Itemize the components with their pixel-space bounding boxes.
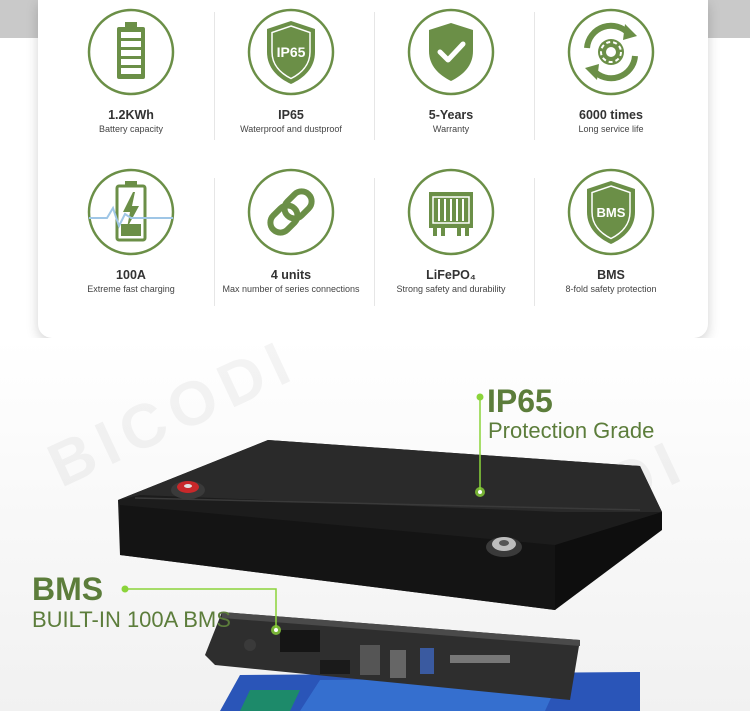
- feature-title: 100A: [116, 268, 146, 282]
- feature-card: 1.2KWh Battery capacity IP65 IP65 Waterp…: [38, 0, 708, 338]
- divider: [534, 178, 535, 306]
- feature-lifepo4: LiFePO₄ Strong safety and durability: [371, 168, 531, 294]
- bms-callout-title: BMS: [32, 571, 104, 607]
- series-link-icon: [247, 168, 335, 256]
- feature-subtitle: Waterproof and dustproof: [240, 124, 342, 134]
- feature-subtitle: Strong safety and durability: [396, 284, 506, 294]
- bms-callout-line: [125, 588, 277, 630]
- feature-fast-charging: 100A Extreme fast charging: [51, 168, 211, 294]
- product-showcase: BICODI BICODI: [0, 326, 750, 711]
- ip65-shield-icon: IP65: [247, 8, 335, 96]
- bms-badge-text: BMS: [597, 205, 626, 220]
- feature-subtitle: Battery capacity: [98, 124, 164, 134]
- divider: [374, 178, 375, 306]
- feature-subtitle: Warranty: [432, 124, 470, 134]
- divider: [374, 12, 375, 140]
- feature-subtitle: Max number of series connections: [222, 284, 360, 294]
- fast-charging-battery-icon: [87, 168, 175, 256]
- feature-title: BMS: [597, 268, 625, 282]
- bms-shield-icon: BMS: [567, 168, 655, 256]
- battery-capacity-icon: [87, 8, 175, 96]
- divider: [214, 178, 215, 306]
- feature-title: LiFePO₄: [426, 268, 476, 282]
- ip65-callout-subtitle: Protection Grade: [488, 418, 655, 443]
- feature-service-life: 6000 times Long service life: [531, 8, 691, 134]
- feature-title: 6000 times: [579, 108, 643, 122]
- divider: [534, 12, 535, 140]
- ip65-badge-text: IP65: [277, 44, 306, 60]
- feature-title: IP65: [278, 108, 304, 122]
- warranty-shield-check-icon: [407, 8, 495, 96]
- feature-warranty: 5-Years Warranty: [371, 8, 531, 134]
- feature-title: 1.2KWh: [108, 108, 154, 122]
- feature-subtitle: Extreme fast charging: [87, 284, 175, 294]
- feature-ip65: IP65 IP65 Waterproof and dustproof: [211, 8, 371, 134]
- feature-subtitle: 8-fold safety protection: [565, 284, 657, 294]
- feature-series-connections: 4 units Max number of series connections: [211, 168, 371, 294]
- cycle-gear-icon: [567, 8, 655, 96]
- battery-exploded-view: [118, 393, 662, 711]
- feature-battery-capacity: 1.2KWh Battery capacity: [51, 8, 211, 134]
- feature-title: 4 units: [270, 268, 312, 282]
- feature-subtitle: Long service life: [578, 124, 644, 134]
- ip65-callout-title: IP65: [487, 383, 553, 419]
- feature-title: 5-Years: [428, 108, 474, 122]
- feature-bms: BMS BMS 8-fold safety protection: [531, 168, 691, 294]
- cell-chip-icon: [407, 168, 495, 256]
- bms-callout-subtitle: BUILT-IN 100A BMS: [32, 607, 231, 632]
- divider: [214, 12, 215, 140]
